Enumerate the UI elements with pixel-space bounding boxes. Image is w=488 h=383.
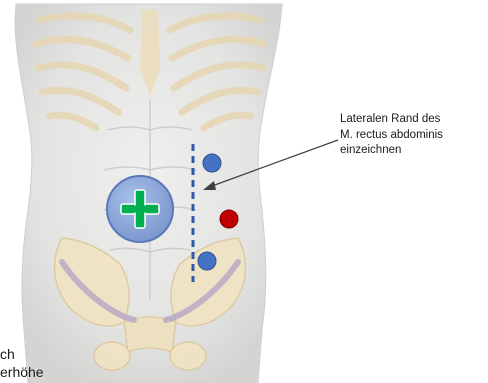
annotation-line-3: einzeichnen — [340, 143, 488, 159]
port-red — [220, 210, 238, 228]
annotation-text: Lateralen Rand des M. rectus abdominis e… — [340, 112, 488, 159]
annotation-line-2: M. rectus abdominis — [340, 128, 488, 144]
camera-port — [107, 176, 173, 242]
port-upper-blue — [203, 154, 221, 172]
cropped-text-line-1: ch — [0, 346, 15, 362]
cropped-text-line-2: erhöhe — [0, 364, 44, 380]
annotation-line-1: Lateralen Rand des — [340, 112, 488, 128]
port-lower-blue — [198, 252, 216, 270]
